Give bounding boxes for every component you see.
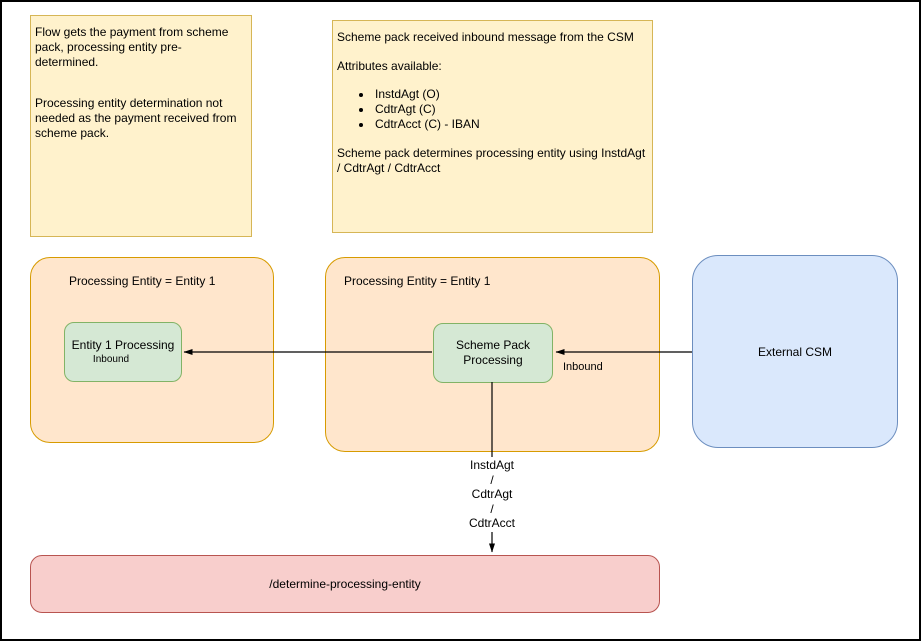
note-paragraph: Scheme pack received inbound message fro… — [337, 30, 634, 44]
container-processing-entity-mid[interactable]: Processing Entity = Entity 1 Scheme Pack… — [325, 257, 660, 452]
container-label: Processing Entity = Entity 1 — [69, 274, 216, 288]
note-bullet-item: InstdAgt (O) — [373, 87, 646, 102]
container-label: Processing Entity = Entity 1 — [344, 274, 491, 288]
node-determine-processing-entity[interactable]: /determine-processing-entity — [30, 555, 660, 613]
note-paragraph: Processing entity determination not need… — [35, 96, 237, 140]
container-processing-entity-left[interactable]: Processing Entity = Entity 1 Entity 1 Pr… — [30, 257, 274, 443]
note-bullet-item: CdtrAgt (C) — [373, 102, 646, 117]
node-external-csm[interactable]: External CSM — [692, 255, 898, 448]
node-scheme-pack-processing-label: Scheme Pack Processing — [455, 338, 531, 367]
node-determine-processing-entity-label: /determine-processing-entity — [269, 577, 421, 591]
node-scheme-pack-processing[interactable]: Scheme Pack Processing — [433, 323, 553, 383]
note-paragraph: Flow gets the payment from scheme pack, … — [35, 25, 229, 69]
sticky-note-flow[interactable]: Flow gets the payment from scheme pack, … — [30, 15, 252, 237]
edge-label-attributes: InstdAgt / CdtrAgt / CdtrAcct — [452, 457, 532, 532]
note-bullet-list: InstdAgt (O) CdtrAgt (C) CdtrAcct (C) - … — [337, 87, 646, 132]
note-paragraph: Scheme pack determines processing entity… — [337, 146, 646, 175]
node-external-csm-label: External CSM — [757, 344, 833, 359]
edge-label-inbound: Inbound — [563, 361, 603, 373]
node-entity1-processing-sublabel: Inbound — [92, 354, 130, 365]
node-entity1-processing-label: Entity 1 Processing — [71, 338, 175, 352]
node-entity1-processing[interactable]: Entity 1 Processing Inbound — [64, 322, 182, 382]
sticky-note-scheme-pack[interactable]: Scheme pack received inbound message fro… — [332, 20, 653, 233]
note-bullet-item: CdtrAcct (C) - IBAN — [373, 117, 646, 132]
note-attributes-heading: Attributes available: — [337, 59, 442, 73]
